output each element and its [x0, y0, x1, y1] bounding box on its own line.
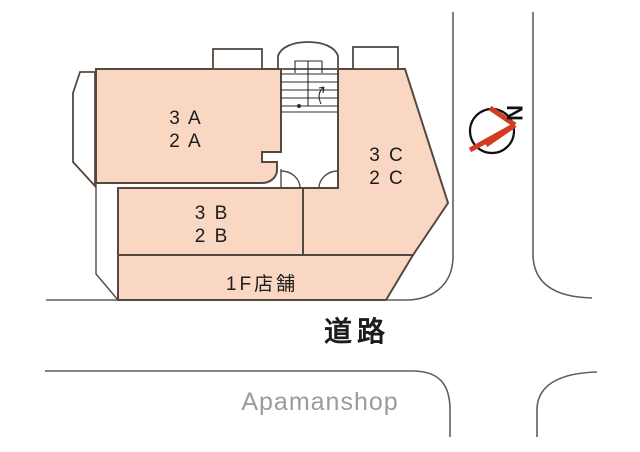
room-b-floor2-label: 2 B [194, 226, 230, 247]
room-b-floor3-label: 3 B [194, 203, 230, 224]
brand-label: Apamanshop [241, 388, 399, 416]
road-label: 道路 [323, 316, 391, 347]
staircase-icon [281, 60, 338, 113]
room-a-shape [95, 68, 282, 184]
stair-direction-arrow [318, 86, 325, 105]
balcony-left [212, 48, 263, 70]
stair-start-dot [297, 104, 301, 108]
room-c-floor3-label: 3 C [369, 145, 405, 166]
door-swing-right [318, 170, 339, 189]
room-a-floor2-label: 2 A [169, 131, 203, 152]
room-c-floor2-label: 2 C [369, 168, 405, 189]
road-edge-lower-right [536, 371, 598, 437]
door-swing-left [280, 170, 301, 189]
room-c-label: 3 C 2 C [369, 144, 405, 190]
room-a-floor3-label: 3 A [169, 108, 203, 129]
stair-bay-arch [277, 41, 339, 70]
shop-1f-label: 1F店舗 [225, 274, 299, 295]
balcony-right [352, 46, 399, 70]
compass-arrow-barb-lower [484, 122, 517, 148]
compass-arrow-barb-upper [488, 105, 517, 128]
road-edge-upper [46, 12, 454, 301]
left-bay-pentagon [72, 71, 96, 189]
road-edge-right-upper [532, 12, 593, 299]
road-edge-lower-left [45, 370, 451, 437]
entry-hall-doors [280, 169, 339, 189]
road-lines [45, 12, 598, 437]
room-b-label: 3 B 2 B [195, 202, 230, 248]
compass-north-letter: N [501, 105, 527, 121]
compass-north-arrow-icon [468, 105, 517, 155]
stair-treads [281, 73, 338, 113]
room-a-label: 3 A 2 A [169, 107, 202, 153]
left-outer-wall [95, 184, 119, 301]
shop-1f-shape [117, 254, 415, 301]
